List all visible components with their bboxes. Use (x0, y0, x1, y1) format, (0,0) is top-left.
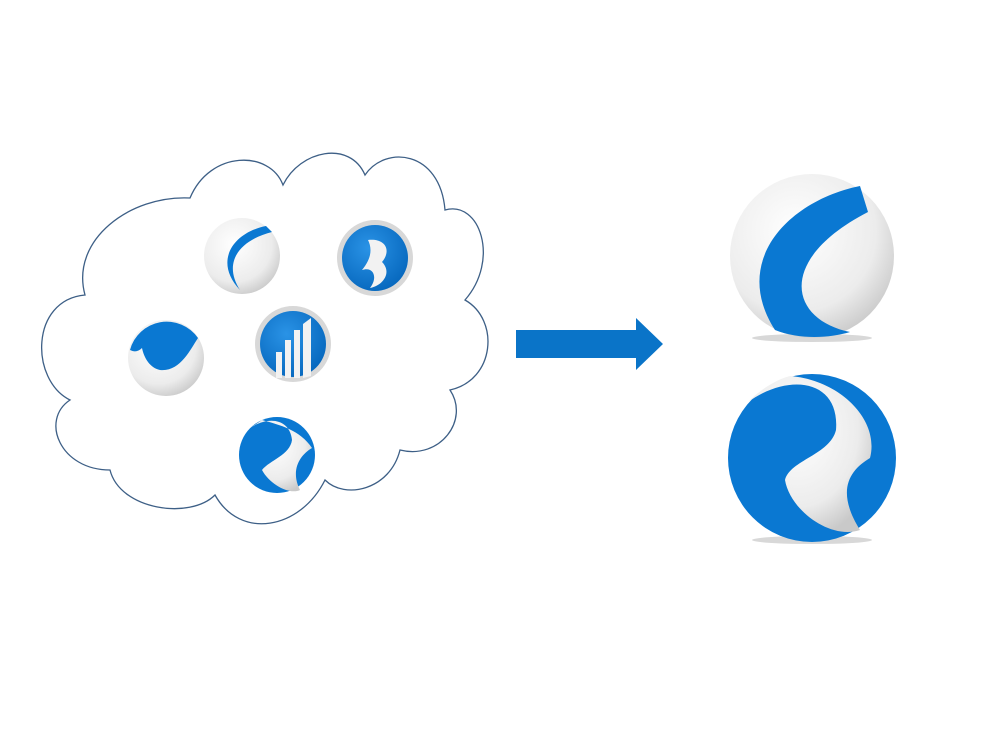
cloud-outline (41, 152, 489, 525)
bars-icon (255, 306, 331, 382)
result-c-swoosh-icon (730, 174, 894, 342)
s-twist-icon (239, 417, 315, 493)
page-curl-icon (337, 220, 413, 296)
c-swoosh-icon (204, 218, 280, 294)
right-arrow-icon (516, 318, 663, 370)
result-s-twist-icon (728, 374, 896, 544)
check-swoosh-icon (128, 320, 204, 396)
